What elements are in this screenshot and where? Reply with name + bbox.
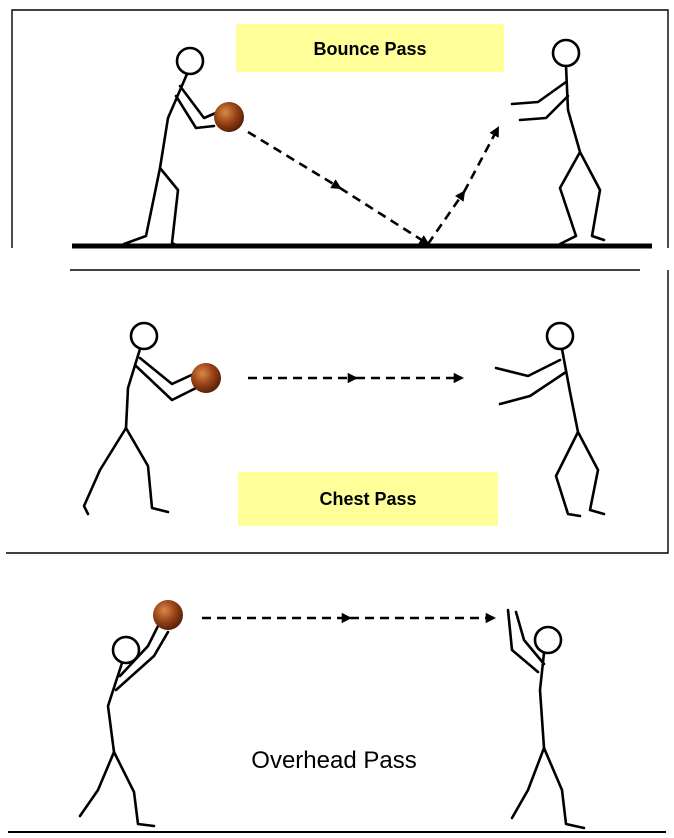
label-box [236,24,504,72]
panel-title-chest: Chest Pass [319,489,416,509]
panel-chest-pass: Chest Pass [6,269,669,554]
panel-frame [11,9,669,248]
receiver-figure [510,38,606,246]
panel-overhead-pass: Overhead Pass [8,600,666,833]
panel-title-bounce: Bounce Pass [313,39,426,59]
passer-figure [78,624,170,828]
label-box [238,472,498,526]
pass-path-arrow [247,126,500,246]
basketball-icon [214,102,244,132]
panel-frame [6,270,669,554]
panel-title-overhead: Overhead Pass [251,747,416,774]
panel-bounce-pass: Bounce Pass [11,9,669,249]
passer-figure [122,46,220,248]
receiver-figure [494,321,606,518]
basketball-icon [191,363,221,393]
basketball-icon [153,600,183,630]
receiver-figure [506,608,586,830]
passer-figure [82,321,200,516]
